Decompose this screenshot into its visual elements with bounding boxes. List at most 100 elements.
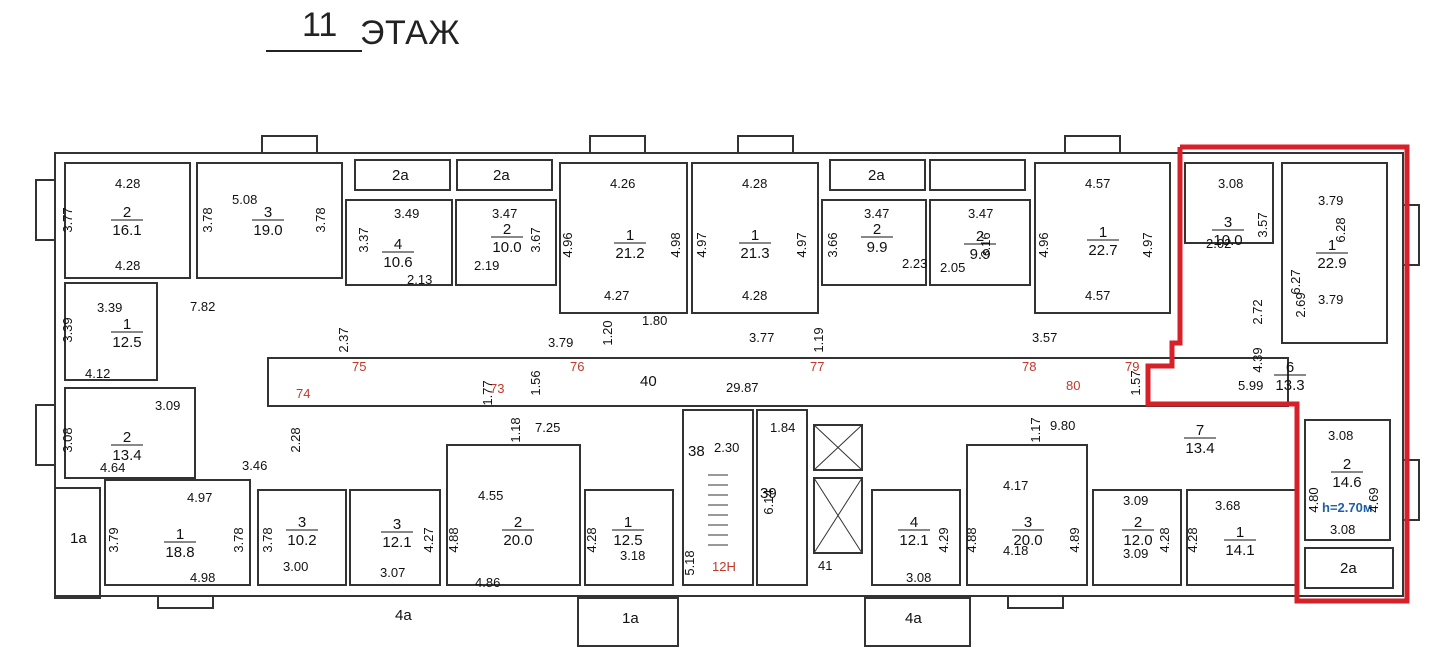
room-outline: [1184, 162, 1274, 244]
room-area: 10.6: [383, 254, 412, 271]
room-number: 2: [1343, 456, 1351, 473]
room-outline: [64, 387, 196, 479]
room-outline: [1034, 162, 1171, 314]
room-area: 13.3: [1275, 377, 1304, 394]
dimension-label: 1.80: [642, 313, 667, 328]
dimension-label: 29.87: [726, 380, 759, 395]
dimension-label: 9.80: [1050, 418, 1075, 433]
dimension-label: 3.77: [60, 207, 75, 232]
dimension-label: 3.08: [60, 427, 75, 452]
dimension-label: 1.57: [1128, 370, 1143, 395]
dimension-label: 4.39: [1250, 347, 1265, 372]
room-area: 10.2: [287, 532, 316, 549]
dimension-label: 2.69: [1293, 292, 1308, 317]
stair-treads: [708, 424, 863, 554]
dimension-label: 3.67: [528, 227, 543, 252]
room-outline: [966, 444, 1088, 586]
ceiling-height-note: h=2.70м: [1322, 500, 1372, 515]
room-area: 13.4: [112, 447, 141, 464]
room-outline: [257, 489, 347, 586]
dimension-label: 4.12: [85, 366, 110, 381]
room-outline: [104, 479, 251, 586]
dimension-label: 3.47: [864, 206, 889, 221]
dimension-label: 3.16: [978, 232, 993, 257]
room-outline: [756, 409, 808, 586]
room-number: 1: [751, 227, 759, 244]
room-number: 38: [688, 443, 705, 460]
room-number: 2: [873, 221, 881, 238]
floor-word: ЭТАЖ: [360, 14, 461, 52]
window-bay: [1402, 204, 1420, 266]
title-underline: [266, 50, 362, 52]
dimension-label: 4.80: [1306, 487, 1321, 512]
dimension-label: 5.99: [1238, 378, 1263, 393]
dimension-label: 4.29: [936, 527, 951, 552]
balcony: [1007, 595, 1064, 609]
room-number: 39: [760, 485, 777, 502]
room-outline: [1281, 162, 1388, 344]
apt-number: 77: [810, 359, 824, 374]
dimension-label: 1.19: [811, 327, 826, 352]
dimension-label: 2.37: [336, 327, 351, 352]
dimension-label: 3.18: [620, 548, 645, 563]
room-outline: [1304, 419, 1391, 541]
dimension-label: 3.47: [968, 206, 993, 221]
dimension-label: 4.97: [187, 490, 212, 505]
room-area: 12.1: [899, 532, 928, 549]
room-number: 2: [1134, 514, 1142, 531]
room-outline: [196, 162, 343, 279]
dimension-label: 2.05: [940, 260, 965, 275]
room-number: 7: [1196, 422, 1204, 439]
dimension-label: 4.18: [1003, 543, 1028, 558]
balcony: [829, 159, 926, 191]
dimension-label: 3.47: [492, 206, 517, 221]
apt-number: 78: [1022, 359, 1036, 374]
room-area: 9.9: [970, 246, 991, 263]
dimension-label: 4.28: [584, 527, 599, 552]
balcony: [54, 487, 101, 599]
window-bay: [1402, 459, 1420, 521]
room-number: 4: [394, 236, 402, 253]
room-number: 3: [1024, 514, 1032, 531]
room-outline: [349, 489, 441, 586]
balcony-label: 2a: [1340, 560, 1357, 577]
room-number: 3: [264, 204, 272, 221]
dimension-label: 3.78: [200, 207, 215, 232]
room-outline: [64, 282, 158, 381]
dimension-label: 4.97: [794, 232, 809, 257]
dimension-label: 2.13: [407, 272, 432, 287]
room-area: 21.3: [740, 245, 769, 262]
dimension-label: 4.26: [610, 176, 635, 191]
room-number: 1: [123, 316, 131, 333]
dimension-label: 3.79: [1318, 193, 1343, 208]
lift-shaft: [813, 477, 863, 554]
dimension-label: 4.98: [668, 232, 683, 257]
room-area: 12.5: [112, 334, 141, 351]
dimension-label: 2.02: [1206, 236, 1231, 251]
stair-label: 12Н: [712, 559, 736, 574]
balcony: [737, 135, 794, 154]
dimension-label: 4.64: [100, 460, 125, 475]
room-outline: [691, 162, 819, 314]
apt-number: 79: [1125, 359, 1139, 374]
balcony-label: 2a: [493, 167, 510, 184]
dimension-label: 4.88: [964, 527, 979, 552]
room-area: 22.7: [1088, 242, 1117, 259]
room-number: 3: [298, 514, 306, 531]
dimension-label: 3.00: [283, 559, 308, 574]
room-area: 16.1: [112, 222, 141, 239]
room-outline: [821, 199, 927, 286]
room-number: 2: [123, 204, 131, 221]
dimension-label: 3.78: [260, 527, 275, 552]
dimension-label: 3.68: [1215, 498, 1240, 513]
window-bay: [35, 179, 56, 241]
dimension-label: 4.97: [694, 232, 709, 257]
dimension-label: 4.28: [1157, 527, 1172, 552]
window-bay: [35, 404, 56, 466]
room-number: 40: [640, 373, 657, 390]
dimension-label: 2.72: [1250, 299, 1265, 324]
room-area: 20.0: [503, 532, 532, 549]
dimension-label: 3.46: [242, 458, 267, 473]
dimension-label: 3.57: [1032, 330, 1057, 345]
